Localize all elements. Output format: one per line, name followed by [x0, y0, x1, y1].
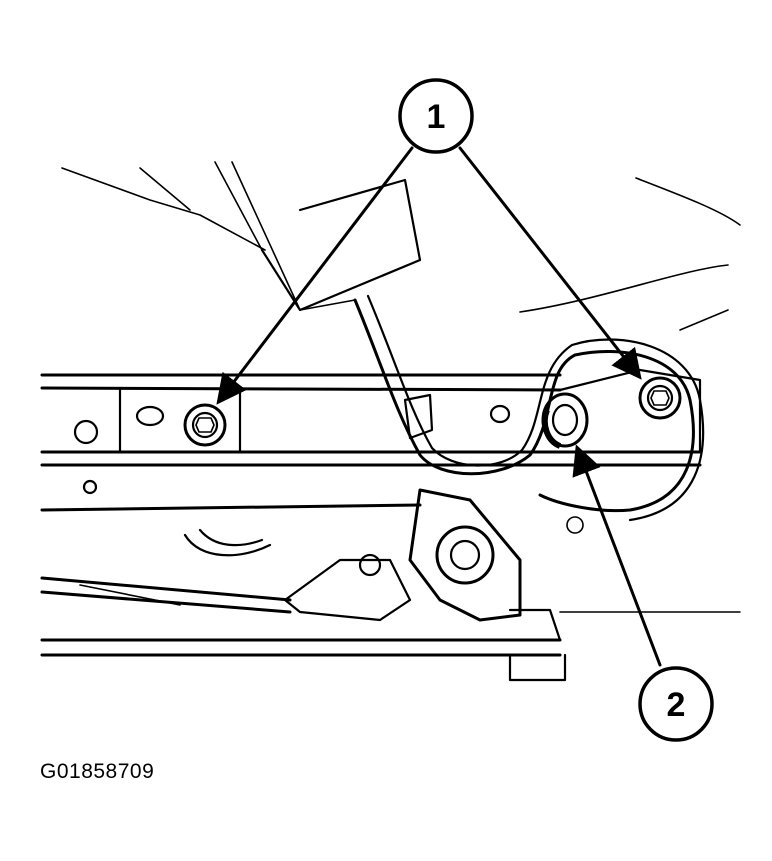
seat-bracket — [260, 178, 422, 312]
wiring-harness — [353, 294, 705, 522]
floor-pan-outline — [61, 161, 741, 331]
callout-1: 1 — [398, 78, 474, 154]
seat-track-rail — [40, 368, 702, 512]
callout-2: 2 — [638, 666, 714, 742]
callout-1-leaders — [216, 146, 642, 405]
track-bolt-right — [638, 376, 682, 420]
callout-1-label: 1 — [427, 98, 446, 136]
callout-2-label: 2 — [667, 686, 686, 724]
figure-id: G01858709 — [40, 760, 155, 783]
track-bolt-left — [183, 403, 227, 447]
adjuster-mechanism — [183, 488, 584, 622]
callout-2-leader — [572, 444, 662, 667]
lower-rail — [40, 576, 741, 682]
